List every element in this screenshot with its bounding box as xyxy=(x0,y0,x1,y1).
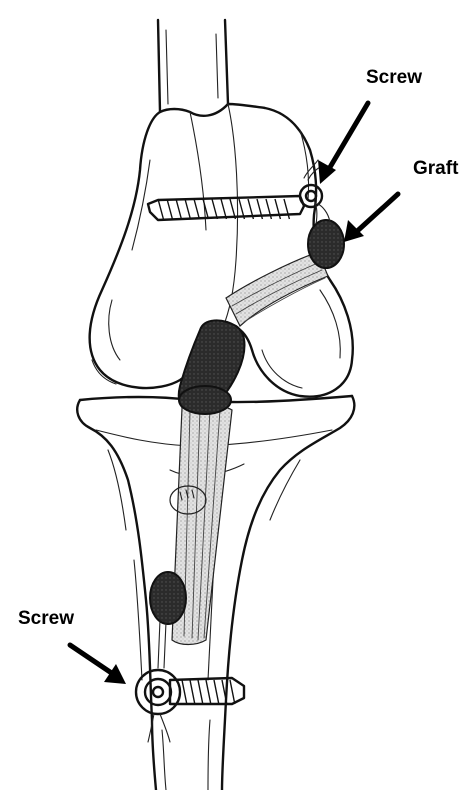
screw-thread xyxy=(158,199,163,219)
screw-thread xyxy=(221,199,226,219)
femoral-transverse-screw xyxy=(148,196,304,220)
screw-thread xyxy=(212,199,217,219)
screw-bottom-label: Screw xyxy=(18,608,74,630)
arrow-screw-top xyxy=(318,103,368,184)
graft-label: Graft xyxy=(413,158,458,180)
screw-thread xyxy=(198,680,203,704)
screw-top-label: Screw xyxy=(366,67,422,89)
screw-thread xyxy=(167,199,172,219)
screw-thread xyxy=(176,199,181,219)
graft-knot xyxy=(308,200,344,268)
screw-thread xyxy=(203,199,208,219)
femur-shaft xyxy=(158,20,228,112)
screw-thread xyxy=(194,199,199,219)
graft-sutures xyxy=(158,620,166,668)
screw-thread xyxy=(182,680,187,704)
screw-thread xyxy=(185,199,190,219)
screw-thread xyxy=(284,199,289,219)
arrow-graft xyxy=(344,194,398,242)
screw-thread xyxy=(190,680,195,704)
screw-thread xyxy=(214,680,219,704)
screw-thread xyxy=(230,680,235,704)
arrow-screw-bottom xyxy=(70,645,126,684)
screw-thread xyxy=(206,680,211,704)
tibial-graft-end xyxy=(150,572,186,624)
graft-tunnel xyxy=(226,252,328,326)
